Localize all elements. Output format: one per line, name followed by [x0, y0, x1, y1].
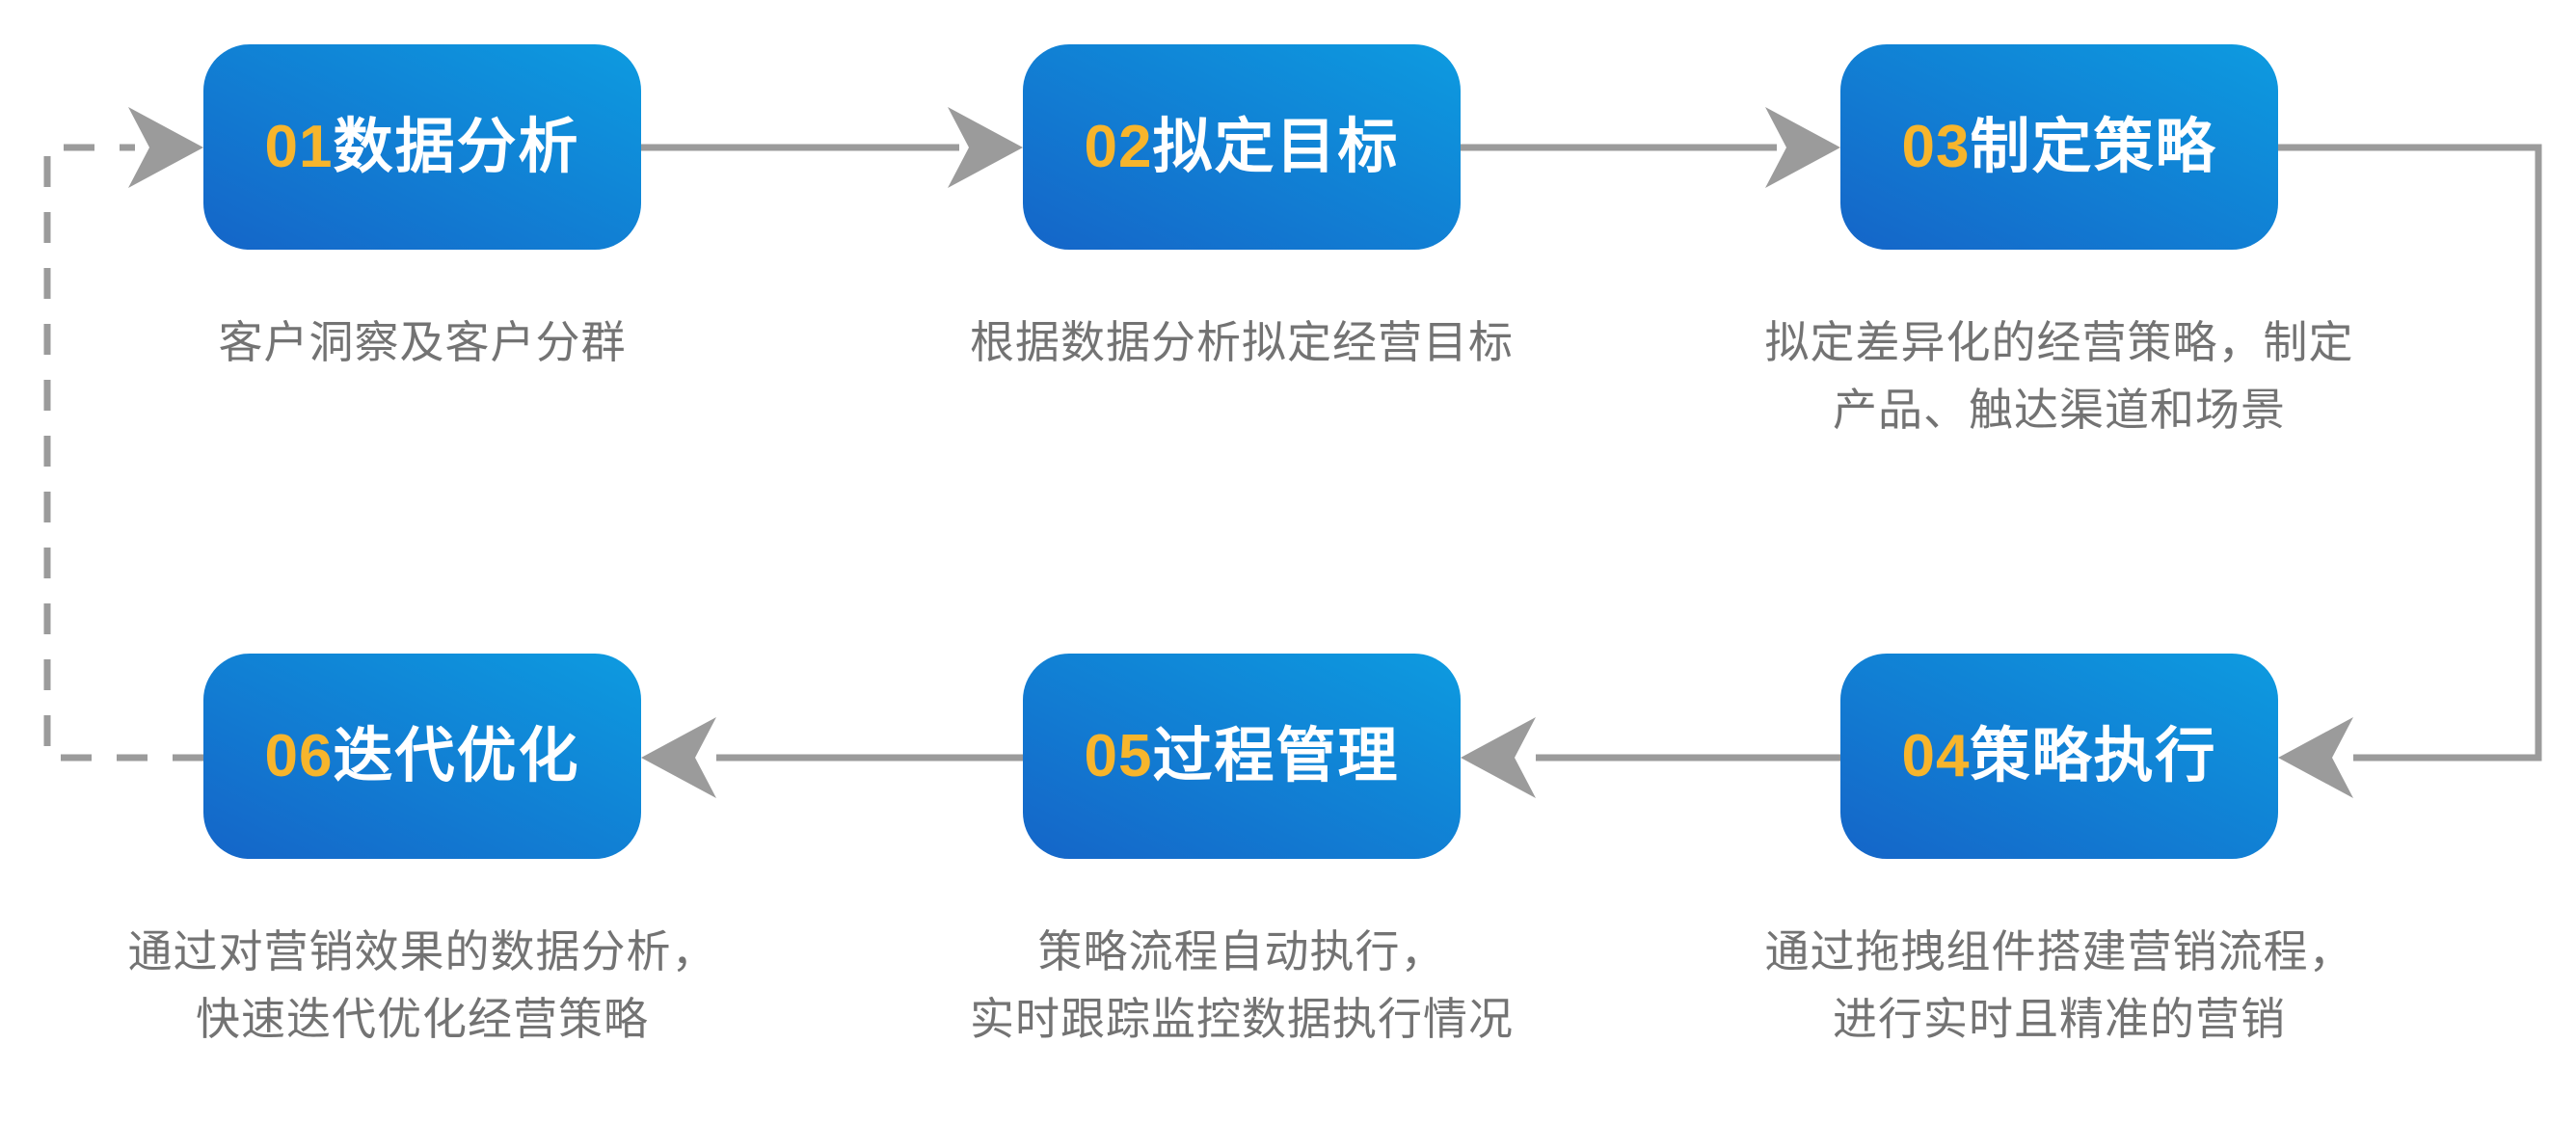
step-number-03: 03	[1901, 113, 1971, 180]
step-number-05: 05	[1084, 722, 1153, 789]
desc-line: 拟定差异化的经营策略，制定	[1764, 317, 2354, 367]
arrowhead-into-06	[641, 717, 716, 798]
desc-line: 进行实时且精准的营销	[1833, 994, 2286, 1044]
step-number-06: 06	[264, 722, 334, 789]
step-desc-05: 策略流程自动执行， 实时跟踪监控数据执行情况	[711, 918, 1772, 1053]
step-number-04: 04	[1901, 722, 1971, 789]
desc-line: 实时跟踪监控数据执行情况	[970, 994, 1514, 1044]
desc-line: 策略流程自动执行，	[1037, 926, 1446, 976]
connector-06-01-dashed	[43, 144, 203, 762]
arrowhead-into-04	[2278, 717, 2353, 798]
connector-03-04	[2278, 144, 2542, 762]
step-desc-02: 根据数据分析拟定经营目标	[711, 308, 1772, 376]
step-title-01: 数据分析	[333, 113, 580, 180]
desc-line: 根据数据分析拟定经营目标	[970, 317, 1514, 367]
step-title-03: 制定策略	[1970, 113, 2217, 180]
step-desc-04: 通过拖拽组件搭建营销流程， 进行实时且精准的营销	[1529, 918, 2576, 1053]
arrowhead-into-01	[128, 107, 203, 188]
step-number-01: 01	[264, 113, 334, 180]
step-number-02: 02	[1084, 113, 1153, 180]
desc-line: 快速迭代优化经营策略	[196, 994, 649, 1044]
step-title-06: 迭代优化	[333, 722, 580, 789]
step-title-04: 策略执行	[1970, 722, 2217, 789]
desc-line: 通过拖拽组件搭建营销流程，	[1764, 926, 2354, 976]
desc-line: 产品、触达渠道和场景	[1833, 385, 2286, 435]
step-title-05: 过程管理	[1152, 722, 1400, 789]
step-desc-01: 客户洞察及客户分群	[0, 308, 953, 376]
arrowhead-into-03	[1765, 107, 1840, 188]
step-desc-03: 拟定差异化的经营策略，制定 产品、触达渠道和场景	[1529, 308, 2576, 443]
arrowhead-into-05	[1461, 717, 1536, 798]
arrowhead-into-02	[948, 107, 1023, 188]
desc-line: 客户洞察及客户分群	[218, 317, 627, 367]
step-title-02: 拟定目标	[1152, 113, 1400, 180]
desc-line: 通过对营销效果的数据分析，	[127, 926, 717, 976]
step-desc-06: 通过对营销效果的数据分析， 快速迭代优化经营策略	[0, 918, 953, 1053]
